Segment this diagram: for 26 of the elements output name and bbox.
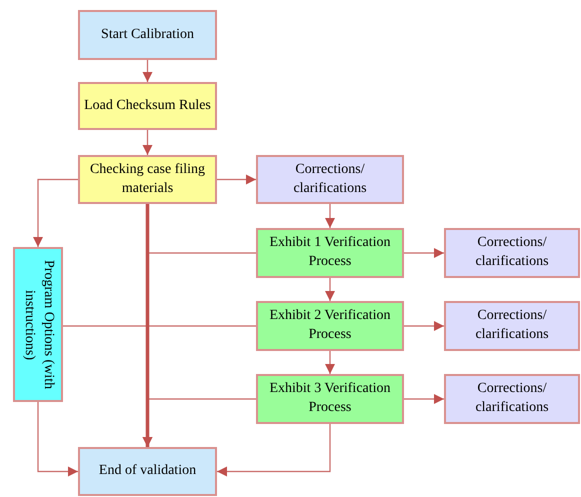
verification-box: Exhibit 2 Verification Process	[256, 301, 404, 351]
process-box: Checking case filing materials	[78, 155, 217, 204]
connector-line	[63, 325, 256, 327]
arrow	[325, 351, 335, 374]
options-box: Program Options (with instructions)	[13, 247, 63, 402]
correction-box: Corrections/ clarifications	[444, 228, 580, 278]
verification-box: Exhibit 1 Verification Process	[256, 228, 404, 278]
arrow	[404, 248, 444, 258]
process-box: Load Checksum Rules	[78, 82, 217, 130]
arrow	[325, 204, 335, 228]
arrow	[325, 278, 335, 301]
arrow	[142, 398, 256, 447]
arrow	[217, 424, 331, 476]
start-box: Start Calibration	[78, 10, 217, 60]
arrow	[217, 174, 256, 184]
arrow	[142, 60, 152, 82]
verification-box: Exhibit 3 Verification Process	[256, 374, 404, 424]
arrow	[33, 178, 78, 247]
correction-box: Corrections/ clarifications	[444, 374, 580, 424]
correction-box: Corrections/ clarifications	[256, 155, 404, 204]
arrow	[142, 130, 152, 155]
correction-box: Corrections/ clarifications	[444, 301, 580, 351]
arrow	[404, 394, 444, 404]
end-box: End of validation	[78, 447, 217, 496]
arrow	[37, 402, 78, 476]
arrow	[404, 321, 444, 331]
